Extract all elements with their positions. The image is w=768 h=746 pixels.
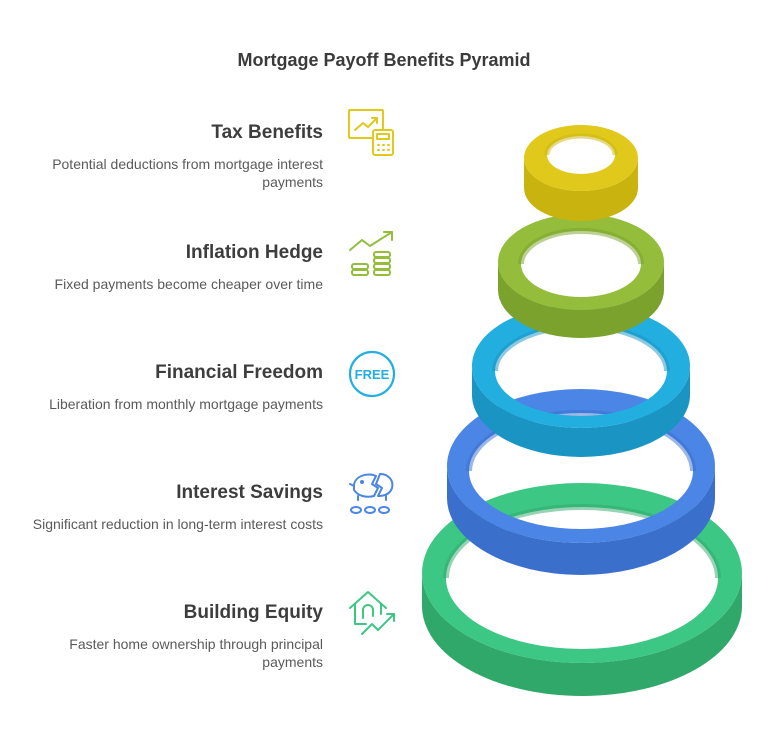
ring-inflation-hedge [498, 213, 665, 338]
item-description: Significant reduction in long-term inter… [32, 516, 323, 532]
item-title: Building Equity [183, 602, 323, 623]
house-growth-icon [346, 586, 398, 638]
item-title: Tax Benefits [211, 122, 323, 143]
free-badge-icon: FREE [346, 348, 398, 400]
item-description: Faster home ownership through principal … [69, 636, 323, 670]
item-description: Liberation from monthly mortgage payment… [49, 396, 323, 412]
ring-building-equity [422, 483, 742, 696]
ring-tax-benefits [524, 125, 638, 221]
item-inflation-hedge: Inflation Hedge Fixed payments become ch… [23, 241, 323, 293]
item-tax-benefits: Tax Benefits Potential deductions from m… [23, 121, 323, 191]
item-title: Interest Savings [176, 482, 323, 503]
ring-interest-savings [446, 388, 715, 575]
item-financial-freedom: Financial Freedom Liberation from monthl… [23, 361, 323, 413]
item-interest-savings: Interest Savings Significant reduction i… [23, 481, 323, 533]
item-building-equity: Building Equity Faster home ownership th… [23, 601, 323, 671]
item-title: Inflation Hedge [185, 242, 323, 263]
item-title: Financial Freedom [155, 362, 323, 383]
chart-calculator-icon [346, 106, 398, 158]
free-badge-text: FREE [355, 367, 390, 382]
diagram-title: Mortgage Payoff Benefits Pyramid [237, 50, 531, 70]
item-description: Fixed payments become cheaper over time [54, 276, 323, 292]
item-description: Potential deductions from mortgage inter… [52, 156, 323, 190]
coins-growth-icon [346, 228, 398, 280]
broken-piggy-bank-icon [346, 466, 398, 518]
